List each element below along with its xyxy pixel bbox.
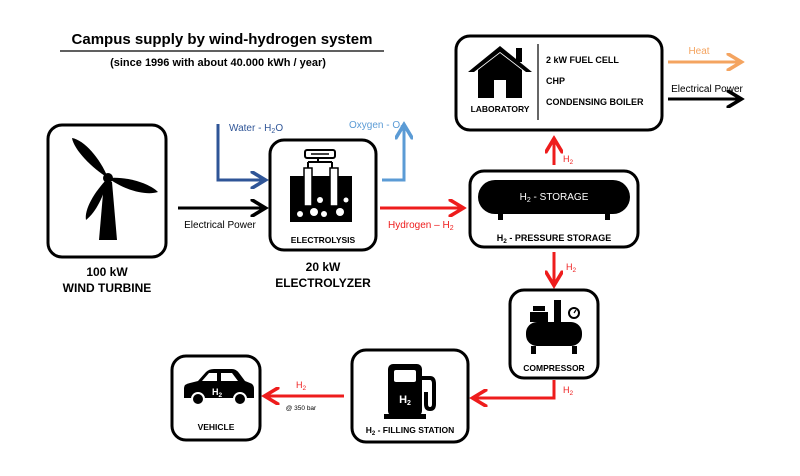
storage-tank-icon [478,180,630,220]
h2-to-filling-arrow [474,380,556,398]
car-h2-label: H2 [212,387,223,399]
house-icon [468,46,532,98]
wind-turbine-node: 100 kW WIND TURBINE [46,123,168,295]
diagram-title: Campus supply by wind-hydrogen system [72,31,373,48]
laboratory-node: LABORATORY 2 kW FUEL CELL CHP CONDENSING… [454,34,664,132]
oxygen-flow-label: Oxygen - O2 [349,120,404,132]
electrolyzer-node: ELECTROLYSIS 20 kW ELECTROLYZER [268,138,378,290]
compressor-label: COMPRESSOR [523,363,584,373]
h2-to-filling-label: H2 [563,385,574,397]
compressor-node: COMPRESSOR [508,288,600,380]
h2-to-lab-label: H2 [563,154,574,166]
electrolyzer-box-label: ELECTROLYSIS [291,235,356,245]
laboratory-label: LABORATORY [471,104,530,114]
vehicle-label: VEHICLE [198,422,235,432]
lab-item-condensing-boiler: CONDENSING BOILER [546,97,644,107]
pressure-note: @ 350 bar [286,405,317,412]
oxygen-flow-arrow [382,126,404,182]
water-flow-arrow [216,124,264,180]
electrolysis-icon [290,149,352,222]
lab-item-fuel-cell: 2 kW FUEL CELL [546,55,619,65]
water-flow-label: Water - H2O [229,123,283,135]
electrolyzer-power: 20 kW [306,260,341,274]
pump-h2-label: H2 [399,394,411,407]
fuel-pump-icon [384,364,436,419]
power-flow-label: Electrical Power [184,220,256,231]
storage-tank-label: H2 - STORAGE [520,192,589,204]
wind-turbine-power: 100 kW [86,265,128,279]
car-icon [184,369,254,406]
heat-flow-label: Heat [688,46,709,57]
h2-to-compressor-label: H2 [566,262,577,274]
compressor-icon [526,300,582,354]
pressure-storage-node: H2 - STORAGE H2 - PRESSURE STORAGE [468,169,640,249]
h2-to-vehicle-label: H2 [296,380,307,392]
hydrogen-flow-label: Hydrogen – H2 [388,220,454,232]
wind-turbine-label: WIND TURBINE [63,281,152,295]
filling-station-label: H2 - FILLING STATION [366,425,455,437]
filling-station-node: H2 H2 - FILLING STATION [350,348,470,444]
pressure-storage-label: H2 - PRESSURE STORAGE [497,233,611,245]
lab-item-chp: CHP [546,76,565,86]
wind-turbine-icon [72,138,158,240]
electrolyzer-label: ELECTROLYZER [275,276,371,290]
vehicle-node: H2 VEHICLE [170,354,262,442]
diagram-subtitle: (since 1996 with about 40.000 kWh / year… [110,57,326,69]
lab-power-flow-label: Electrical Power [671,84,743,95]
